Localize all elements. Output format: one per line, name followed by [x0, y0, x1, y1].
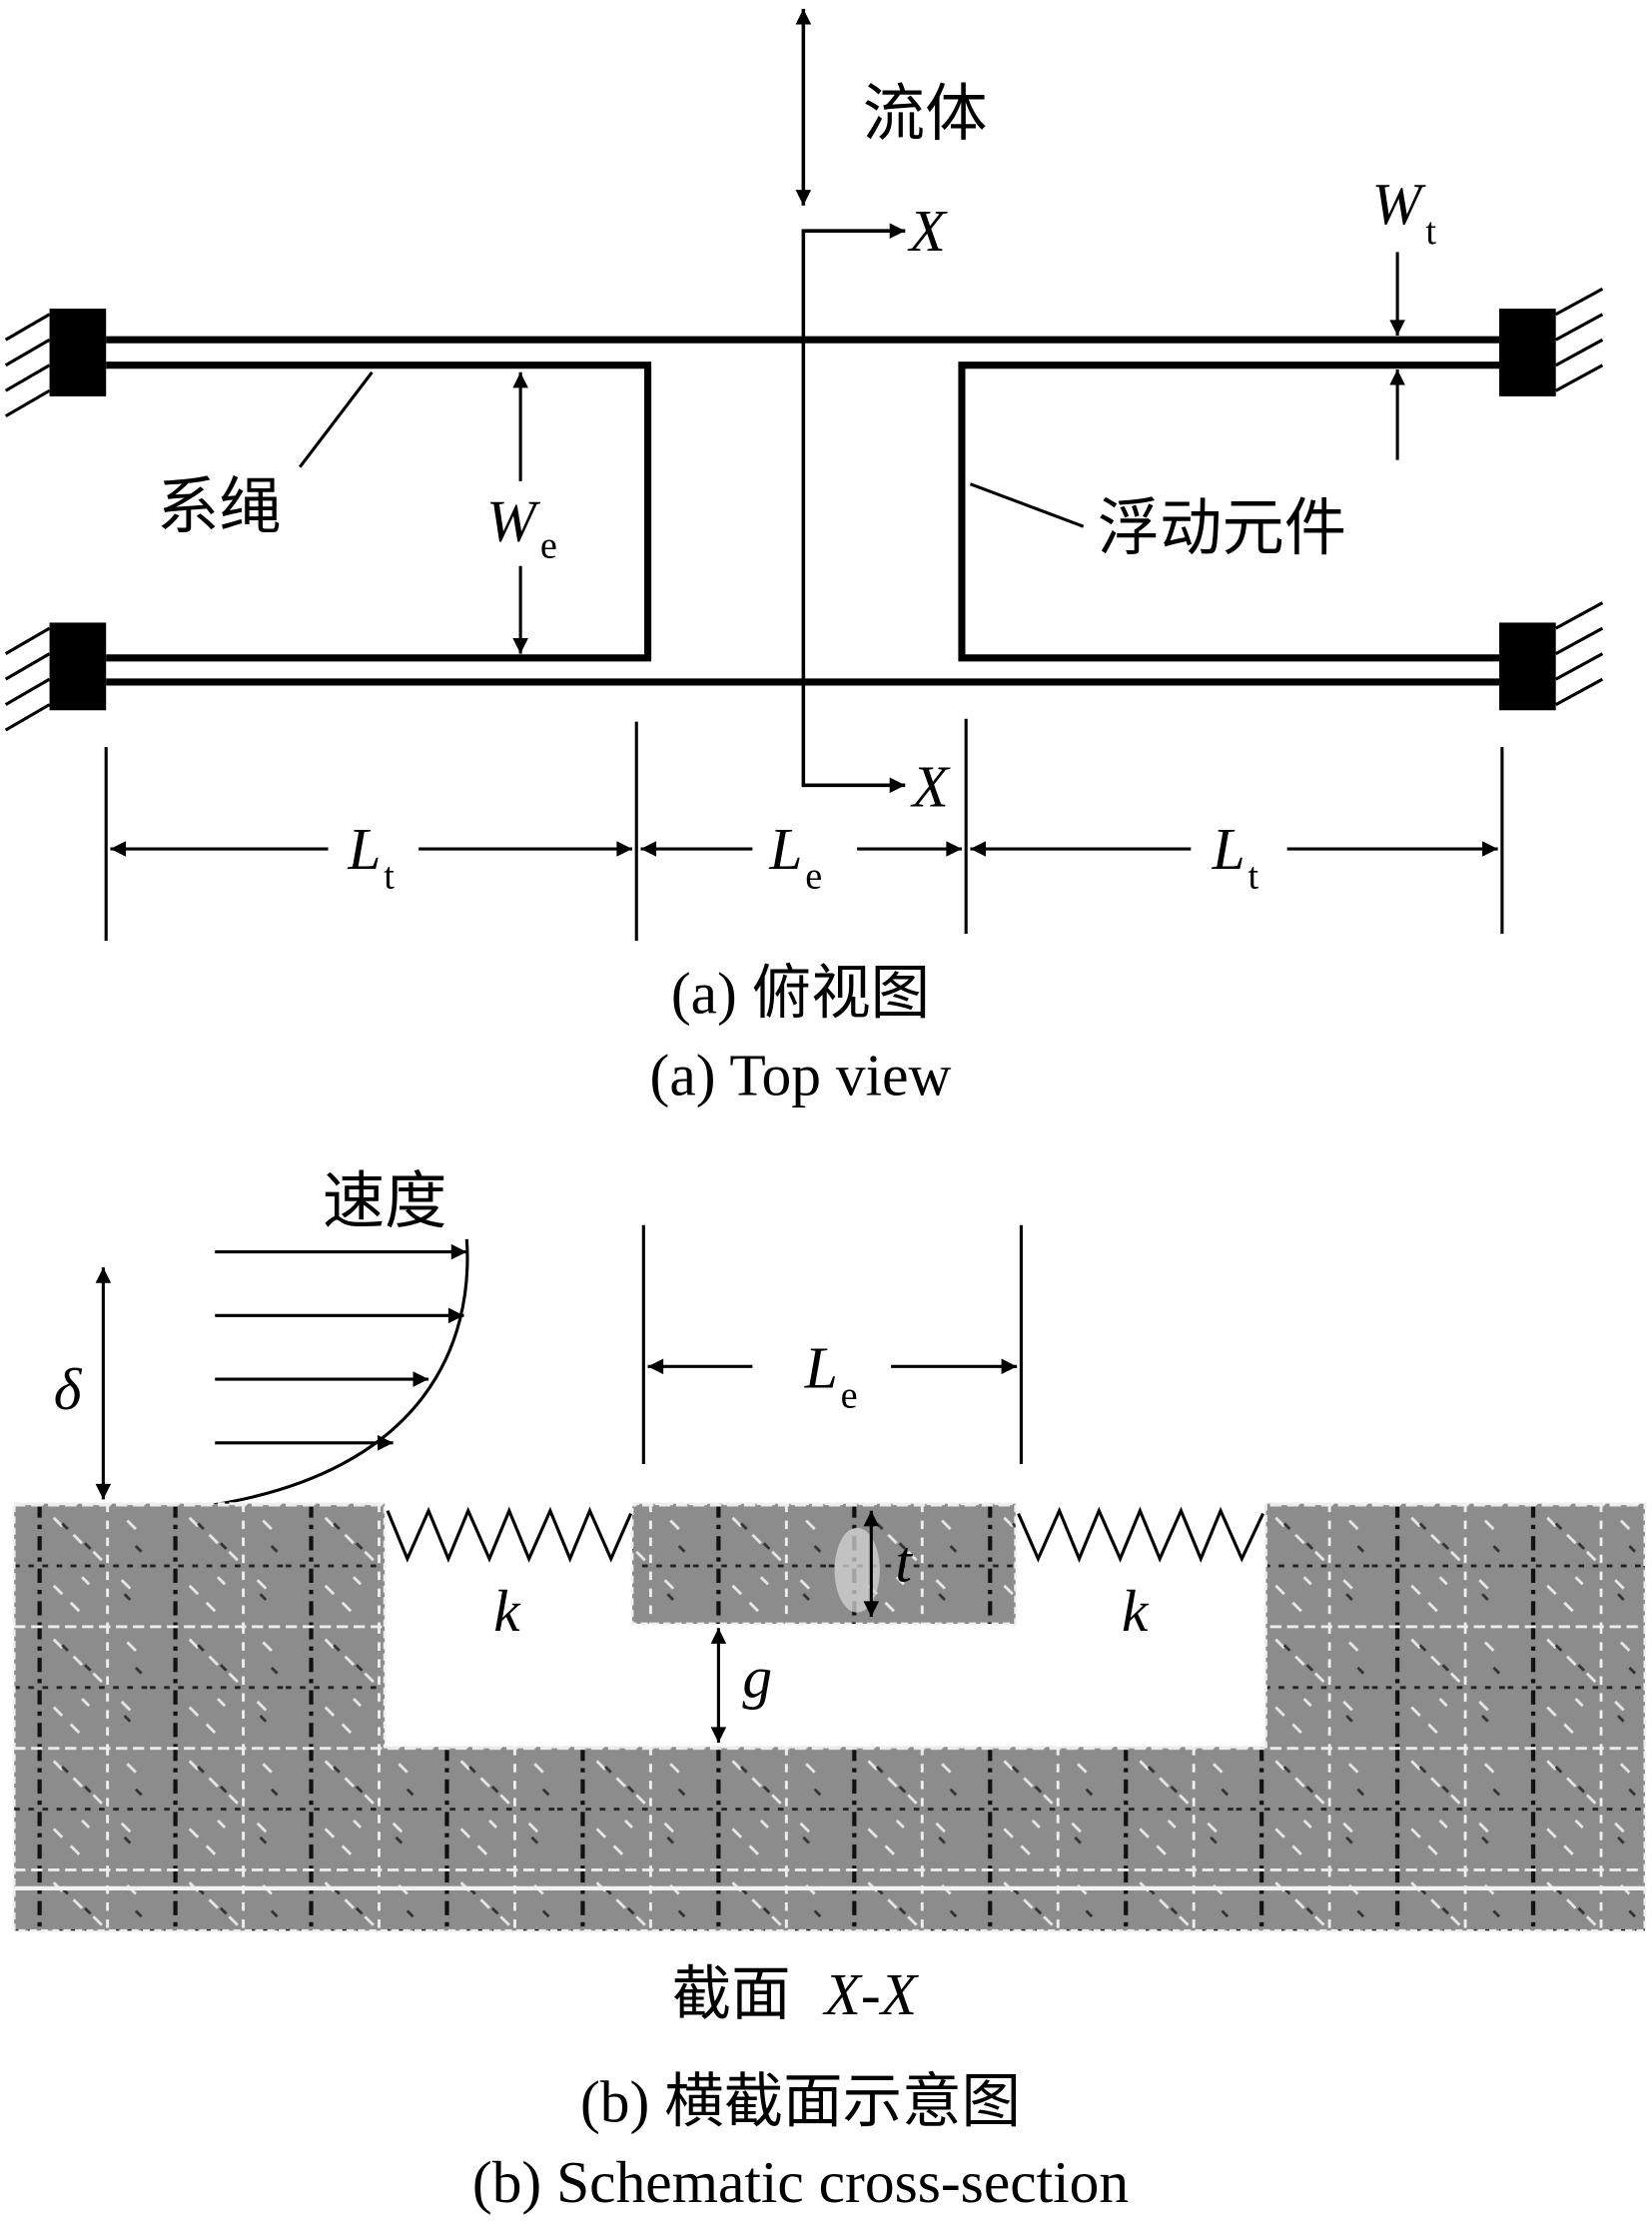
- floating-element-leader-line: [969, 482, 1085, 528]
- top-view-caption-en: (a) Top view: [650, 1042, 952, 1108]
- floating-element-section: [630, 1502, 1018, 1626]
- section-caption: 截面 X-X: [672, 1961, 920, 2027]
- section-caption-id: X-X: [823, 1961, 920, 2027]
- gap-label: g: [742, 1645, 772, 1711]
- tether-length-right-symbol: L: [1212, 816, 1245, 882]
- section-marker-top-label: X: [908, 198, 949, 264]
- boundary-layer-label: δ: [54, 1356, 83, 1422]
- element-width-symbol: W: [486, 487, 541, 553]
- section-element-length-symbol: L: [804, 1335, 838, 1401]
- velocity-profile-curve: [212, 1238, 469, 1507]
- floating-element-highlight: [834, 1527, 880, 1613]
- section-marker-bottom-label: X: [910, 754, 951, 820]
- anchor-top-right: [1499, 309, 1556, 396]
- floating-element-label: 浮动元件: [1098, 494, 1346, 563]
- ground-hatch-top-right: [1554, 287, 1604, 392]
- spring-left-label: k: [493, 1578, 521, 1644]
- anchor-top-left: [49, 309, 107, 396]
- top-view-caption-cn: (a) 俯视图: [671, 960, 930, 1026]
- element-length-symbol: L: [768, 816, 802, 882]
- section-element-length-subscript: e: [841, 1374, 858, 1416]
- tether-length-left-subscript: t: [384, 856, 395, 898]
- ground-hatch-top-left: [4, 313, 51, 418]
- thickness-label: t: [895, 1529, 913, 1595]
- cross-section-caption-cn: (b) 横截面示意图: [580, 2069, 1021, 2135]
- tether-width-subscript: t: [1425, 211, 1436, 253]
- spring-left: [386, 1506, 633, 1563]
- cross-section-caption-en: (b) Schematic cross-section: [472, 2149, 1129, 2215]
- tether-leader-line: [298, 370, 374, 468]
- substrate-block: [12, 1502, 1647, 1932]
- tether-length-right-subscript: t: [1248, 856, 1259, 898]
- fluid-label: 流体: [863, 80, 988, 149]
- element-length-subscript: e: [805, 856, 822, 898]
- tether-inner-right-outline: [958, 362, 1500, 662]
- section-caption-name: 截面: [672, 1961, 791, 2027]
- anchor-bottom-right: [1499, 622, 1556, 711]
- ground-hatch-bottom-left: [4, 626, 51, 732]
- tether-label: 系绳: [157, 473, 282, 542]
- tether-length-left-symbol: L: [347, 816, 381, 882]
- tether-width-symbol: W: [1372, 171, 1427, 237]
- tether-inner-left-outline: [106, 362, 652, 662]
- ground-hatch-bottom-right: [1554, 601, 1604, 706]
- section-cut-line: [801, 223, 906, 794]
- element-width-subscript: e: [540, 524, 557, 566]
- velocity-label: 速度: [323, 1167, 447, 1236]
- spring-right: [1017, 1506, 1264, 1563]
- spring-right-label: k: [1122, 1578, 1150, 1644]
- anchor-bottom-left: [49, 622, 107, 711]
